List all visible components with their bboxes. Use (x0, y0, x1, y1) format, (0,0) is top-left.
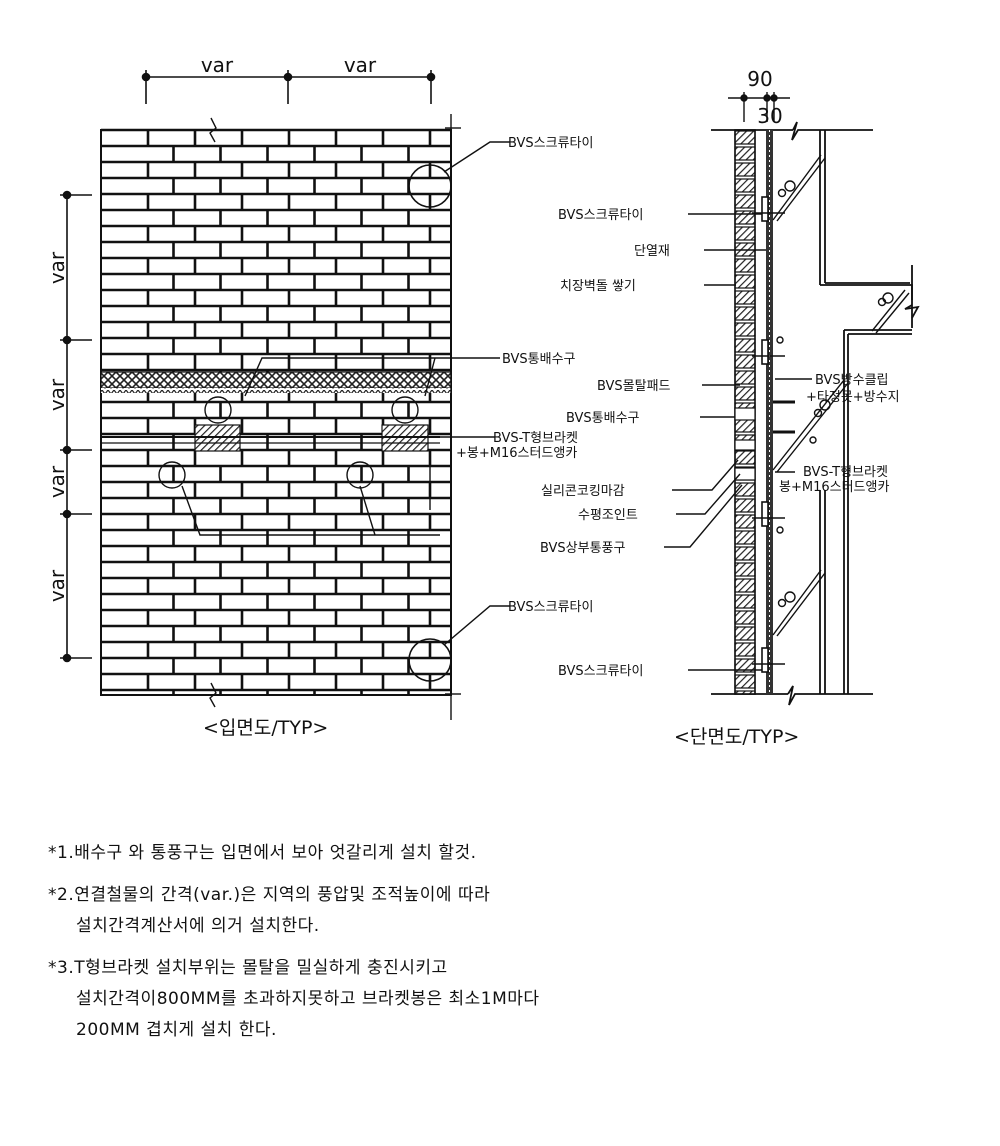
note-line: 설치간격이800MM를 초과하지못하고 브라켓봉은 최소1M마다 (76, 989, 540, 1009)
section-brick (734, 610, 756, 625)
brick-wall (100, 117, 452, 708)
section-brick (734, 514, 756, 529)
section-brick (734, 418, 756, 433)
side-dim-label: var (45, 465, 69, 498)
section-brick (734, 546, 756, 561)
label-section-t-bracket-rod: 봉+M16스터드앵카 (779, 480, 889, 495)
section-brick (734, 146, 756, 161)
weep-hole-marker (204, 396, 232, 424)
section-brick (734, 562, 756, 577)
section-brick (734, 226, 756, 241)
top-vent-marker (158, 461, 186, 489)
section-brick (734, 674, 756, 689)
section-brick (734, 178, 756, 193)
label-section-screw-tie-bottom: BVS스크류타이 (558, 664, 643, 679)
section-brick (734, 130, 756, 145)
section-brick (734, 306, 756, 321)
section-brick (734, 530, 756, 545)
note-line: *2.연결철물의 간격(var.)은 지역의 풍압및 조적높이에 따라 (48, 885, 491, 905)
note-3: *3.T형브라켓 설치부위는 몰탈을 밀실하게 충진시키고 설치간격이800MM… (48, 953, 768, 1046)
elevation-title: <입면도/TYP> (203, 717, 328, 739)
side-dim-label: var (45, 569, 69, 602)
label-t-bracket-rod: +봉+M16스터드앵카 (456, 446, 577, 461)
label-section-t-bracket: BVS-T형브라켓 (803, 465, 888, 480)
break-mark (209, 682, 217, 708)
section-braces (772, 154, 910, 637)
section-brick (734, 450, 756, 465)
section-brick (734, 370, 756, 385)
side-dim-label: var (45, 378, 69, 411)
section-brick (734, 578, 756, 593)
section-title: <단면도/TYP> (674, 726, 799, 748)
label-section-screw-tie: BVS스크류타이 (558, 208, 643, 223)
section-brick (734, 386, 756, 401)
section-brick (734, 274, 756, 289)
vent-opening (734, 467, 756, 481)
section-brick (734, 498, 756, 513)
label-mortar-pad: BVS몰탈패드 (597, 379, 671, 394)
label-flashing-nails: +타정못+방수지 (806, 390, 900, 405)
section-brick (734, 194, 756, 209)
weep-opening (734, 407, 756, 421)
section-brick (734, 162, 756, 177)
note-line: 200MM 겹치게 설치 한다. (76, 1020, 277, 1040)
break-mark (209, 117, 217, 143)
section-screw-ties (752, 196, 785, 673)
label-brick-veneer: 치장벽돌 쌓기 (560, 279, 636, 294)
side-dimension (60, 190, 92, 663)
label-t-bracket: BVS-T형브라켓 (493, 431, 578, 446)
label-screw-tie-top: BVS스크류타이 (508, 136, 593, 151)
section-dim-30: 30 (757, 104, 782, 128)
label-flashing: BVS방수클립 (815, 373, 889, 388)
section-brick (734, 642, 756, 657)
top-dimension (141, 70, 436, 104)
section-brick (734, 626, 756, 641)
section-brick (734, 258, 756, 273)
section-brick (734, 354, 756, 369)
section-brick (734, 290, 756, 305)
label-horizontal-joint: 수평조인트 (578, 508, 638, 523)
label-screw-tie-bottom: BVS스크류타이 (508, 600, 593, 615)
top-dim-label: var (201, 53, 234, 77)
label-insulation: 단열재 (634, 244, 670, 259)
label-weep-hole: BVS통배수구 (502, 352, 576, 367)
label-top-vent: BVS상부통풍구 (540, 541, 626, 556)
note-line: *3.T형브라켓 설치부위는 몰탈을 밀실하게 충진시키고 (48, 958, 448, 978)
elevation-view: var var var var var var (45, 53, 593, 739)
label-silicone: 실리콘코킹마감 (541, 484, 625, 499)
note-line: 설치간격계산서에 의거 설치한다. (76, 916, 320, 936)
section-dimension (728, 92, 790, 122)
label-section-weep-hole: BVS통배수구 (566, 411, 640, 426)
note-1: *1.배수구 와 통풍구는 입면에서 보아 엇갈리게 설치 할것. (48, 838, 768, 869)
section-leaders (664, 213, 812, 671)
t-bracket-seat (734, 439, 756, 451)
section-brick (734, 322, 756, 337)
section-brick (734, 594, 756, 609)
side-dim-label: var (45, 251, 69, 284)
mortar-pad-band (100, 371, 452, 389)
flashing-band (101, 388, 451, 393)
section-brick (734, 338, 756, 353)
top-dim-label: var (344, 53, 377, 77)
section-dim-90: 90 (747, 67, 772, 91)
insulation-layer (766, 130, 773, 694)
notes-block: *1.배수구 와 통풍구는 입면에서 보아 엇갈리게 설치 할것. *2.연결철… (48, 838, 768, 1057)
section-view: 90 30 (540, 67, 920, 748)
note-line: *1.배수구 와 통풍구는 입면에서 보아 엇갈리게 설치 할것. (48, 843, 477, 863)
note-2: *2.연결철물의 간격(var.)은 지역의 풍압및 조적높이에 따라 설치간격… (48, 880, 768, 942)
elevation-leaders (181, 114, 510, 720)
weep-hole-marker (391, 396, 419, 424)
